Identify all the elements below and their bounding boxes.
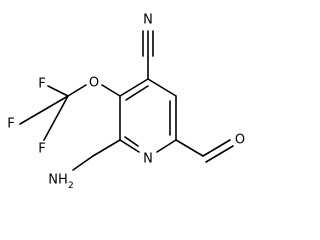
aminomethyl-group: NH 2 — [48, 139, 121, 191]
bond-c3-c4 — [119, 78, 149, 97]
bond-c4-c5 — [147, 78, 177, 97]
atom-n-ring: N — [143, 152, 153, 167]
atom-o-aldehyde: O — [235, 133, 245, 148]
bond-c-o-double-1 — [202, 139, 231, 157]
chemical-structure: N O F F F N NH 2 O — [7, 13, 245, 192]
pyridine-ring — [119, 78, 177, 153]
bond-c-f-top — [47, 85, 69, 97]
bond-n1-c2-inner — [124, 136, 139, 147]
bond-c6-cho — [175, 139, 204, 157]
nitrile-group: N — [142, 13, 154, 80]
atom-n-nitrile: N — [143, 13, 153, 28]
atom-nh2: NH — [48, 173, 68, 188]
atom-nh2-subscript: 2 — [68, 181, 74, 191]
formyl-group: O — [175, 133, 245, 163]
bond-c-f-bottom — [43, 95, 69, 141]
bond-c3-o — [101, 84, 121, 97]
bond-c2-ch2 — [92, 139, 121, 157]
bond-c-o-double-2 — [205, 145, 234, 163]
trifluoromethoxy-group: O F F F — [7, 76, 121, 157]
atom-f-bottom: F — [38, 142, 45, 157]
bond-ch2-n — [72, 155, 94, 171]
bond-n1-c2 — [119, 139, 140, 153]
bond-o-cf3 — [67, 84, 87, 97]
atom-f-left: F — [7, 117, 14, 132]
atom-f-top: F — [38, 77, 45, 92]
bond-c3-c4-inner — [125, 85, 149, 101]
bond-c6-n1 — [156, 139, 177, 153]
bond-c-f-left — [19, 95, 69, 125]
atom-o-ether: O — [89, 76, 99, 91]
